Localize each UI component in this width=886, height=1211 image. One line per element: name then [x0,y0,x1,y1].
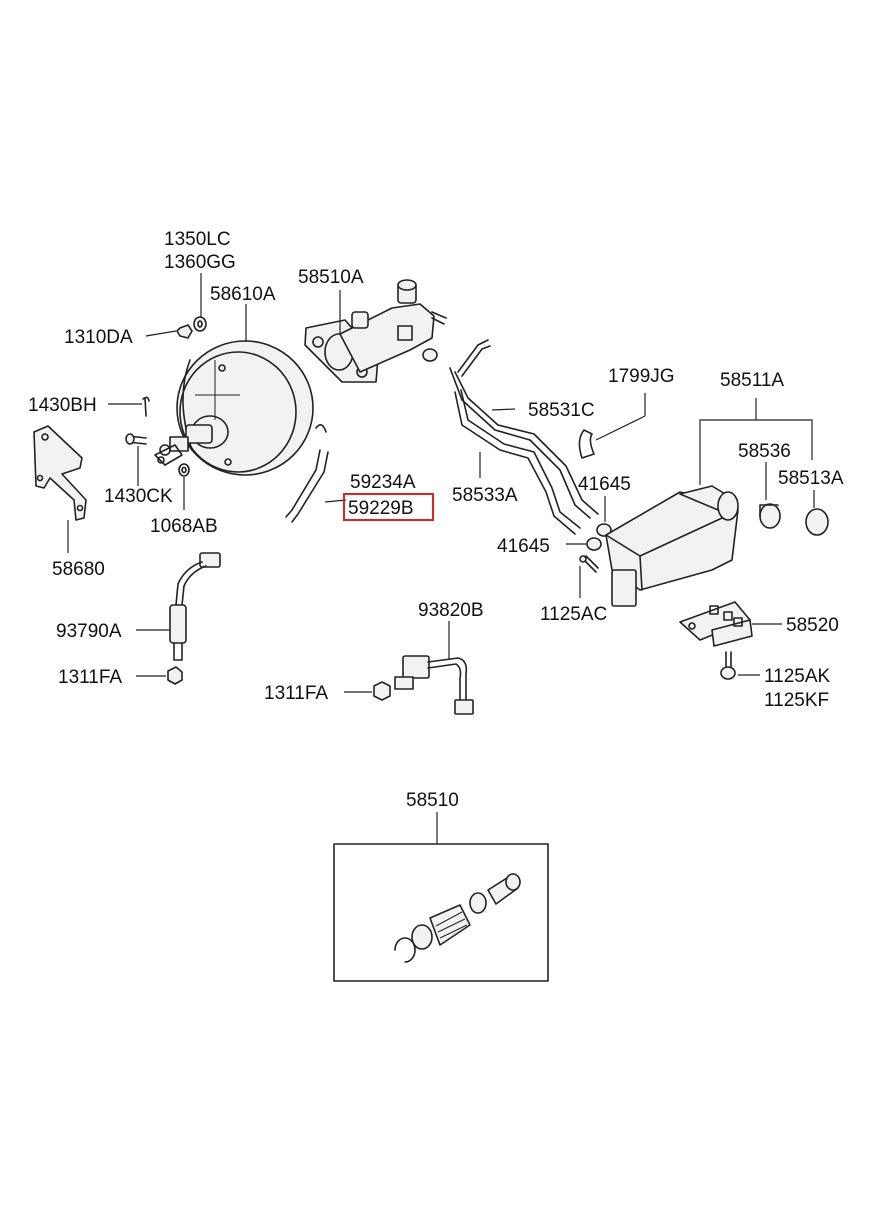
pin-1430BH[interactable] [142,396,150,417]
label-41645-upper[interactable]: 41645 [578,474,631,495]
label-1430CK[interactable]: 1430CK [104,486,173,507]
cap-58513A[interactable] [805,508,829,536]
label-58610A[interactable]: 58610A [210,284,276,305]
bolt-1430CK[interactable] [125,433,147,445]
label-58531C[interactable]: 58531C [528,400,595,421]
label-1360GG[interactable]: 1360GG [164,252,236,273]
clip-1799JG[interactable] [578,429,595,459]
nut-1310DA[interactable] [176,324,193,339]
label-58510A[interactable]: 58510A [298,267,364,288]
label-1068AB[interactable]: 1068AB [150,516,218,537]
label-58513A[interactable]: 58513A [778,468,844,489]
vacuum-hose[interactable] [285,424,329,523]
sensor-93790A[interactable] [169,552,221,661]
label-1310DA[interactable]: 1310DA [64,327,133,348]
nut-1311FA-left[interactable] [167,666,183,685]
label-1430BH[interactable]: 1430BH [28,395,97,416]
label-58520[interactable]: 58520 [786,615,839,636]
label-1125KF[interactable]: 1125KF [764,690,829,711]
label-58680[interactable]: 58680 [52,559,105,580]
bolt-1125AC[interactable] [579,555,599,573]
clip-1430CK[interactable] [154,444,183,466]
label-93790A[interactable]: 93790A [56,621,122,642]
label-1350LC[interactable]: 1350LC [164,229,231,250]
washer-1068AB[interactable] [178,463,190,477]
brake-booster[interactable] [159,340,314,476]
highlight-box-59229B [343,493,434,521]
label-58536[interactable]: 58536 [738,441,791,462]
fitting-41645-upper[interactable] [596,523,612,537]
repair-kit-58510[interactable] [333,843,549,982]
reservoir[interactable] [605,485,739,607]
leader-lines [67,273,815,844]
brake-pipe-58533A[interactable] [454,389,581,535]
bracket-58520[interactable] [679,601,753,647]
label-1125AC[interactable]: 1125AC [540,604,607,625]
master-cylinder[interactable] [304,279,447,383]
label-1125AK[interactable]: 1125AK [764,666,831,687]
washer-1350LC[interactable] [193,316,207,332]
brake-pipe-58531C[interactable] [449,339,599,519]
label-58533A[interactable]: 58533A [452,485,518,506]
label-93820B[interactable]: 93820B [418,600,484,621]
nut-1311FA-right[interactable] [373,681,391,701]
label-1311FA-right[interactable]: 1311FA [264,683,328,704]
label-59234A[interactable]: 59234A [350,472,416,493]
cap-58536[interactable] [759,503,781,529]
label-1799JG[interactable]: 1799JG [608,366,675,387]
label-41645-lower[interactable]: 41645 [497,536,550,557]
part-labels: 1350LC 1360GG 58610A 1310DA 1430BH 1430C… [28,229,844,811]
label-1311FA-left[interactable]: 1311FA [58,667,122,688]
label-59229B[interactable]: 59229B [348,498,414,519]
switch-93820B[interactable] [394,655,474,715]
fitting-41645-lower[interactable] [586,537,602,551]
bolt-1125AK[interactable] [720,651,736,680]
label-58510[interactable]: 58510 [406,790,459,811]
label-58511A[interactable]: 58511A [720,370,784,391]
bracket-58680[interactable] [33,425,87,521]
